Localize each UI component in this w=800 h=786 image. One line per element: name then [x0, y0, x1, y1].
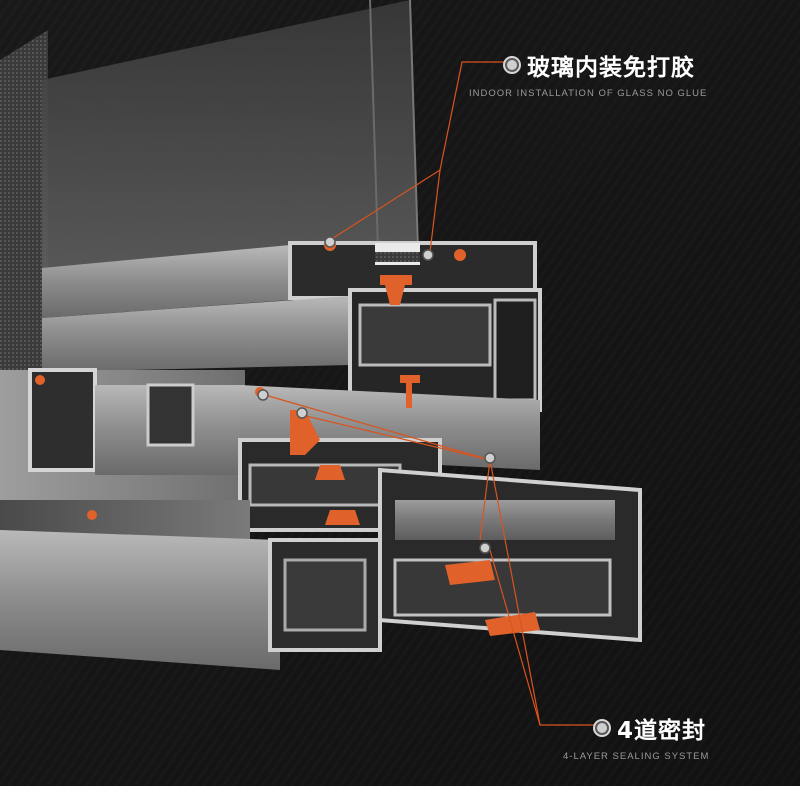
callout-leader-lines [264, 61, 595, 726]
middle-rail [42, 296, 350, 372]
bottom-frame-rail [0, 530, 280, 670]
callout-dot-icon [595, 721, 609, 735]
callout-markers [257, 236, 496, 554]
callout-title: 玻璃内装免打胶 [527, 55, 695, 81]
sash-top-bar [42, 245, 290, 318]
callout-title: 4道密封 [617, 718, 707, 744]
callout-subtitle: 4-LAYER SEALING SYSTEM [563, 751, 710, 762]
screen-mesh [0, 30, 48, 372]
glass-pane [42, 0, 418, 270]
callout-glass-installation: 玻璃内装免打胶 INDOOR INSTALLATION OF GLASS NO … [469, 48, 707, 99]
callout-dot-icon [505, 58, 519, 72]
sealing-gaskets [35, 239, 540, 636]
callout-subtitle: INDOOR INSTALLATION OF GLASS NO GLUE [469, 88, 708, 99]
callout-sealing-system: 4道密封 4-LAYER SEALING SYSTEM [563, 711, 709, 762]
